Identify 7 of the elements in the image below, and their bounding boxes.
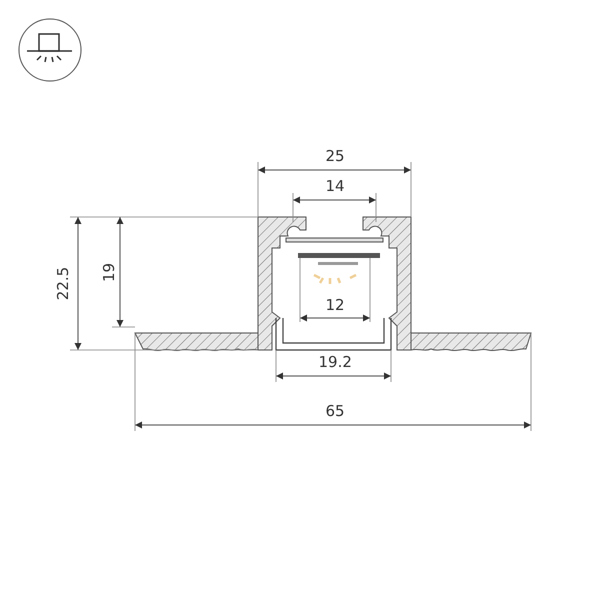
dimension-label: 25	[324, 148, 346, 164]
dimension-label: 14	[324, 178, 346, 194]
dimension-label: 22.5	[56, 265, 71, 301]
dimension-label: 19.2	[318, 354, 353, 370]
dimension-label: 12	[324, 298, 346, 312]
dimension-label: 65	[324, 404, 346, 418]
dimension-label: 19	[102, 261, 117, 283]
